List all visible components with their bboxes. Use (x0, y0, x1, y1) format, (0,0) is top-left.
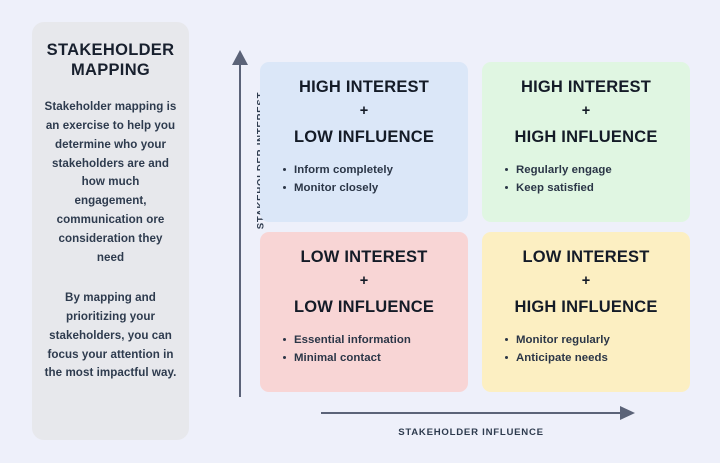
quadrant-plus-separator: + (581, 103, 591, 120)
quadrant-influence-label: HIGH INFLUENCE (514, 298, 658, 317)
quadrant-plus-separator: + (359, 103, 369, 120)
list-item: Minimal contact (283, 350, 456, 367)
quadrant-low-interest-high-influence: LOW INTEREST + HIGH INFLUENCE Monitor re… (482, 232, 690, 392)
quadrant-influence-label: HIGH INFLUENCE (514, 128, 658, 147)
y-axis-line (239, 63, 241, 397)
quadrant-interest-label: LOW INTEREST (522, 248, 650, 266)
list-item: Keep satisfied (505, 180, 678, 197)
list-item: Monitor regularly (505, 332, 678, 349)
quadrant-high-interest-high-influence: HIGH INTEREST + HIGH INFLUENCE Regularly… (482, 62, 690, 222)
x-axis-label: STAKEHOLDER INFLUENCE (398, 427, 544, 438)
stakeholder-mapping-info-card: STAKEHOLDER MAPPING Stakeholder mapping … (32, 22, 189, 440)
quadrant-plus-separator: + (581, 273, 591, 290)
sidebar-description-paragraph-1: Stakeholder mapping is an exercise to he… (44, 100, 177, 264)
quadrant-action-list: Inform completely Monitor closely (272, 162, 456, 197)
y-axis-arrow-icon (232, 50, 248, 65)
x-axis-line (321, 412, 621, 414)
list-item: Monitor closely (283, 180, 456, 197)
sidebar-description-paragraph-2: By mapping and prioritizing your stakeho… (44, 291, 177, 380)
quadrant-action-list: Regularly engage Keep satisfied (494, 162, 678, 197)
list-item: Inform completely (283, 162, 456, 179)
quadrant-influence-label: LOW INFLUENCE (293, 128, 435, 147)
quadrant-interest-label: HIGH INTEREST (298, 78, 430, 96)
quadrant-influence-label: LOW INFLUENCE (293, 298, 435, 317)
quadrant-action-list: Monitor regularly Anticipate needs (494, 332, 678, 367)
quadrant-action-list: Essential information Minimal contact (272, 332, 456, 367)
list-item: Anticipate needs (505, 350, 678, 367)
x-axis-arrow-icon (620, 406, 635, 420)
page-title: STAKEHOLDER MAPPING (46, 41, 175, 80)
quadrant-plus-separator: + (359, 273, 369, 290)
list-item: Regularly engage (505, 162, 678, 179)
quadrant-high-interest-low-influence: HIGH INTEREST + LOW INFLUENCE Inform com… (260, 62, 468, 222)
quadrant-low-interest-low-influence: LOW INTEREST + LOW INFLUENCE Essential i… (260, 232, 468, 392)
list-item: Essential information (283, 332, 456, 349)
quadrant-interest-label: LOW INTEREST (300, 248, 428, 266)
quadrant-interest-label: HIGH INTEREST (520, 78, 652, 96)
